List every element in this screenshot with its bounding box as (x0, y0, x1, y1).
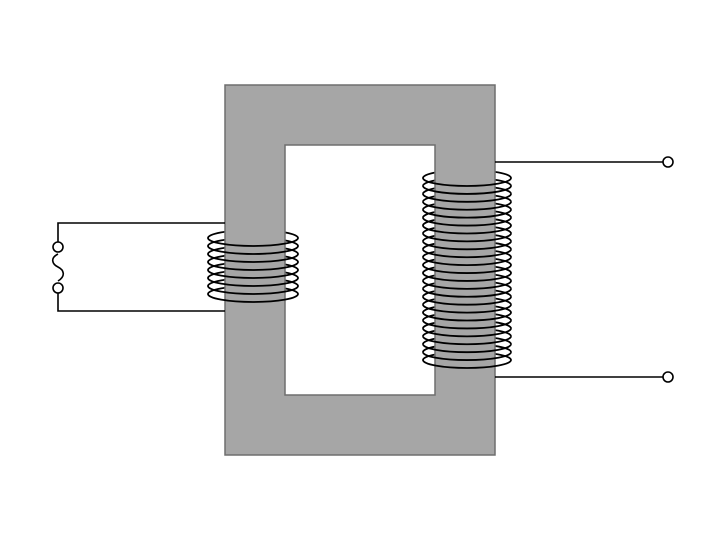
secondary-coil-turn-front (422, 320, 512, 330)
secondary-coil-turn-front (422, 335, 512, 346)
secondary-coil-turn-front (422, 264, 512, 274)
secondary-coil-turn-front (422, 272, 512, 282)
secondary-coil-turn-front (422, 304, 512, 314)
secondary-coil-turn-front (422, 351, 512, 361)
primary-coil-turn-front (207, 261, 299, 271)
primary-top-wire (57, 222, 225, 242)
secondary-coil-turn-front (422, 280, 512, 290)
primary-coil-turn-front (207, 237, 299, 247)
secondary-coil-turn-front (422, 233, 512, 243)
secondary-coil-turn-front (422, 328, 512, 338)
secondary-coil-turn-front (422, 225, 512, 235)
secondary-coil-turn-front (422, 312, 512, 322)
primary-coil-turn-front (207, 293, 299, 303)
transformer-core (224, 84, 496, 456)
primary-coil-turn-front (207, 277, 299, 287)
secondary-coil-turn-front (422, 288, 512, 298)
primary-coil-turn-front (207, 285, 299, 295)
secondary-coil-turn-front (422, 193, 512, 203)
secondary-coil-turn-front (422, 185, 512, 195)
secondary-coil-turn-front (422, 241, 512, 251)
secondary-coil-turn-front (422, 209, 512, 219)
primary-bottom-wire (57, 293, 225, 312)
output-terminal-bottom (662, 371, 674, 383)
secondary-coil-turn-front (422, 177, 512, 187)
coil-front-arcs (207, 177, 512, 369)
primary-coil-turn-front (207, 269, 299, 279)
secondary-coil-turn-front (422, 201, 512, 211)
ac-source-icon (51, 253, 65, 282)
secondary-coil-turn-front (422, 217, 512, 227)
source-terminal-bottom (52, 282, 64, 294)
secondary-coil-turn-front (422, 256, 512, 267)
secondary-coil-turn-front (422, 248, 512, 259)
source-terminal-top (52, 241, 64, 253)
secondary-coil-turn-front (422, 359, 512, 369)
wiring (51, 156, 674, 383)
output-terminal-top (662, 156, 674, 168)
secondary-coil-turn-front (422, 343, 512, 354)
primary-coil-turn-front (207, 253, 299, 263)
secondary-coil-turn-front (422, 296, 512, 306)
primary-coil-turn-front (207, 245, 299, 255)
